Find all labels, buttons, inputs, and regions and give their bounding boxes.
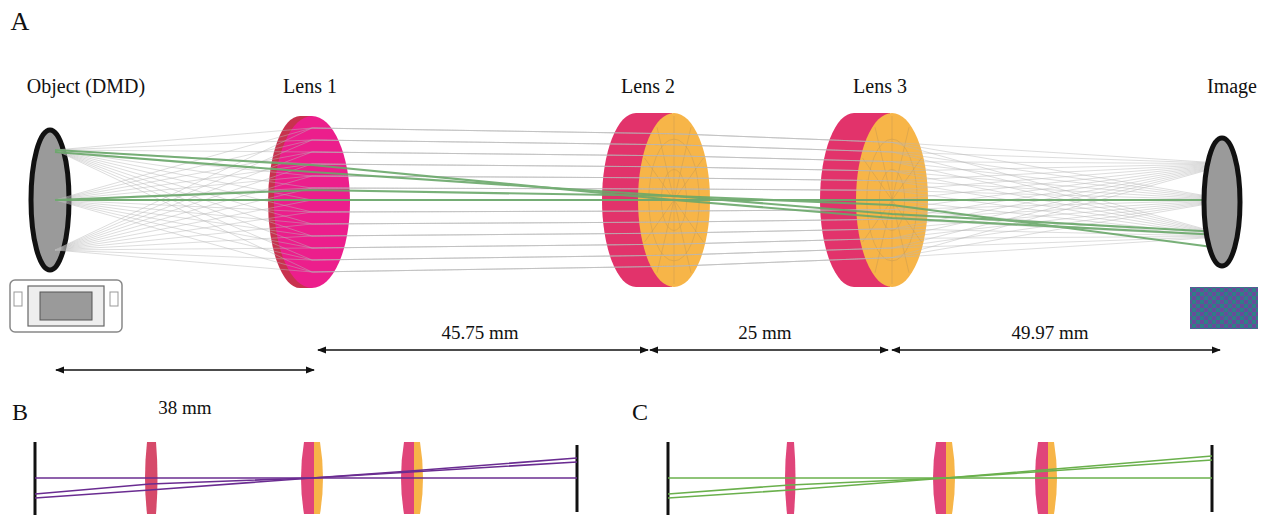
panel-letter: A [11, 8, 30, 37]
image-plane [1204, 138, 1240, 266]
panel-b-layout [35, 442, 577, 515]
mesh-line [875, 200, 892, 273]
part-label: Image [1207, 75, 1257, 97]
ray [55, 128, 1218, 250]
mesh-line [892, 116, 893, 200]
dimension-label: 38 mm [158, 398, 211, 419]
part-label: Object (DMD) [27, 75, 145, 97]
ray [55, 200, 1218, 260]
mesh-line [674, 116, 675, 200]
ray [55, 237, 1218, 260]
ray [55, 150, 1218, 164]
part-label: Lens 1 [283, 75, 337, 97]
part-label: Lens 2 [621, 75, 675, 97]
ray [55, 164, 1218, 250]
dimension-label: 45.75 mm [441, 323, 518, 344]
projected-pattern [1190, 287, 1258, 329]
part-label: Lens 3 [853, 75, 907, 97]
ray [55, 176, 1218, 250]
ray [55, 200, 1218, 224]
lens-1 [268, 116, 350, 288]
panel-letter: C [632, 399, 648, 425]
panel-letter: B [12, 399, 28, 425]
dimension-lines [56, 350, 1220, 370]
ray [55, 210, 1218, 250]
mesh-line [875, 127, 892, 200]
ray [55, 128, 1218, 200]
chief-rays [55, 150, 1220, 248]
ray [55, 140, 1218, 200]
panel-c-layout [668, 442, 1212, 515]
mesh-line [674, 200, 675, 284]
dmd-icon [10, 280, 122, 332]
dimension-label: 25 mm [738, 323, 791, 344]
ray [55, 200, 1218, 212]
mesh-line [892, 200, 893, 284]
ray [55, 237, 1218, 272]
dimension-label: 49.97 mm [1011, 323, 1088, 344]
ray [55, 229, 1218, 250]
